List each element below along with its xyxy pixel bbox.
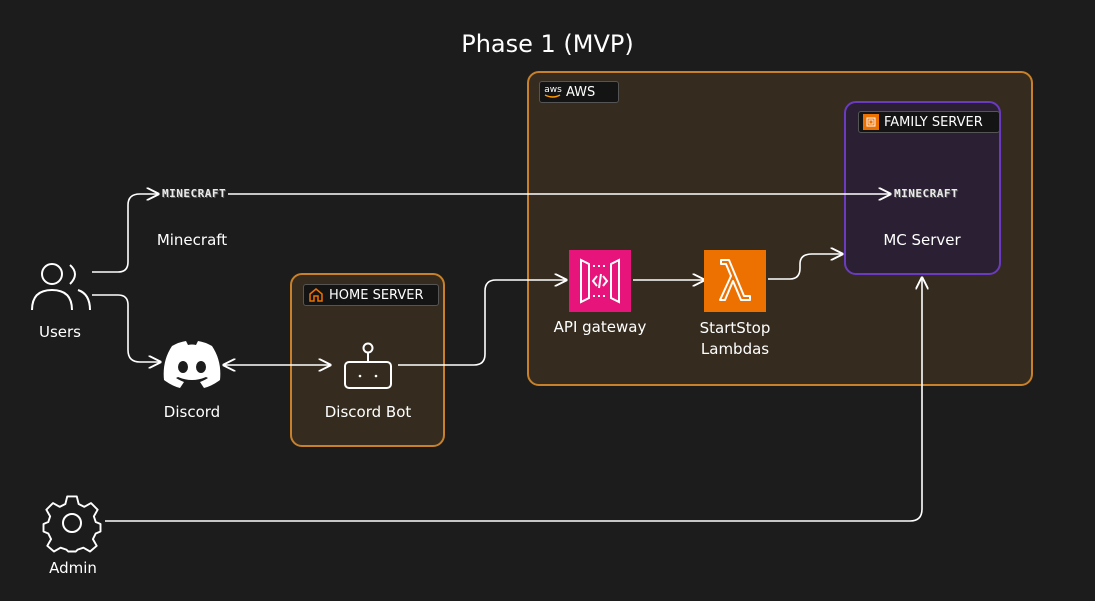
- api-gateway-icon: [569, 250, 631, 312]
- family-server-label: FAMILY SERVER: [884, 114, 983, 130]
- discord-bot-label: Discord Bot: [324, 403, 412, 421]
- diagram-title: Phase 1 (MVP): [461, 30, 634, 58]
- aws-group-tag: aws AWS: [539, 81, 619, 103]
- family-server-tag: FAMILY SERVER: [858, 111, 1000, 133]
- edge-admin-mcserver: [105, 278, 922, 522]
- gear-icon: [41, 492, 103, 554]
- home-icon: [308, 287, 324, 303]
- minecraft-logo: MINECRAFT: [160, 187, 229, 200]
- ec2-instance-icon: [863, 114, 879, 130]
- edge-lambda-mcserver: [768, 254, 842, 280]
- aws-logo-icon: aws: [544, 84, 562, 98]
- mc-server-label: MC Server: [883, 231, 961, 249]
- edge-bot-apigateway: [398, 280, 566, 366]
- edge-users-discord: [92, 294, 160, 362]
- lambda-label-line1: StartStop: [699, 319, 771, 337]
- home-server-tag: HOME SERVER: [303, 284, 439, 306]
- minecraft-label: Minecraft: [156, 231, 228, 249]
- mc-server-logo: MINECRAFT: [892, 187, 961, 200]
- users-label: Users: [38, 323, 81, 341]
- admin-label: Admin: [49, 559, 97, 577]
- api-gateway-label: API gateway: [553, 318, 647, 336]
- lambda-label-line2: Lambdas: [700, 340, 770, 358]
- lambda-icon: [704, 250, 766, 312]
- discord-icon: [160, 340, 224, 390]
- edge-users-minecraft: [92, 194, 158, 273]
- users-icon: [30, 262, 94, 314]
- aws-group-label: AWS: [566, 84, 596, 100]
- bot-icon: [340, 340, 396, 392]
- home-server-label: HOME SERVER: [329, 287, 424, 303]
- discord-label: Discord: [163, 403, 221, 421]
